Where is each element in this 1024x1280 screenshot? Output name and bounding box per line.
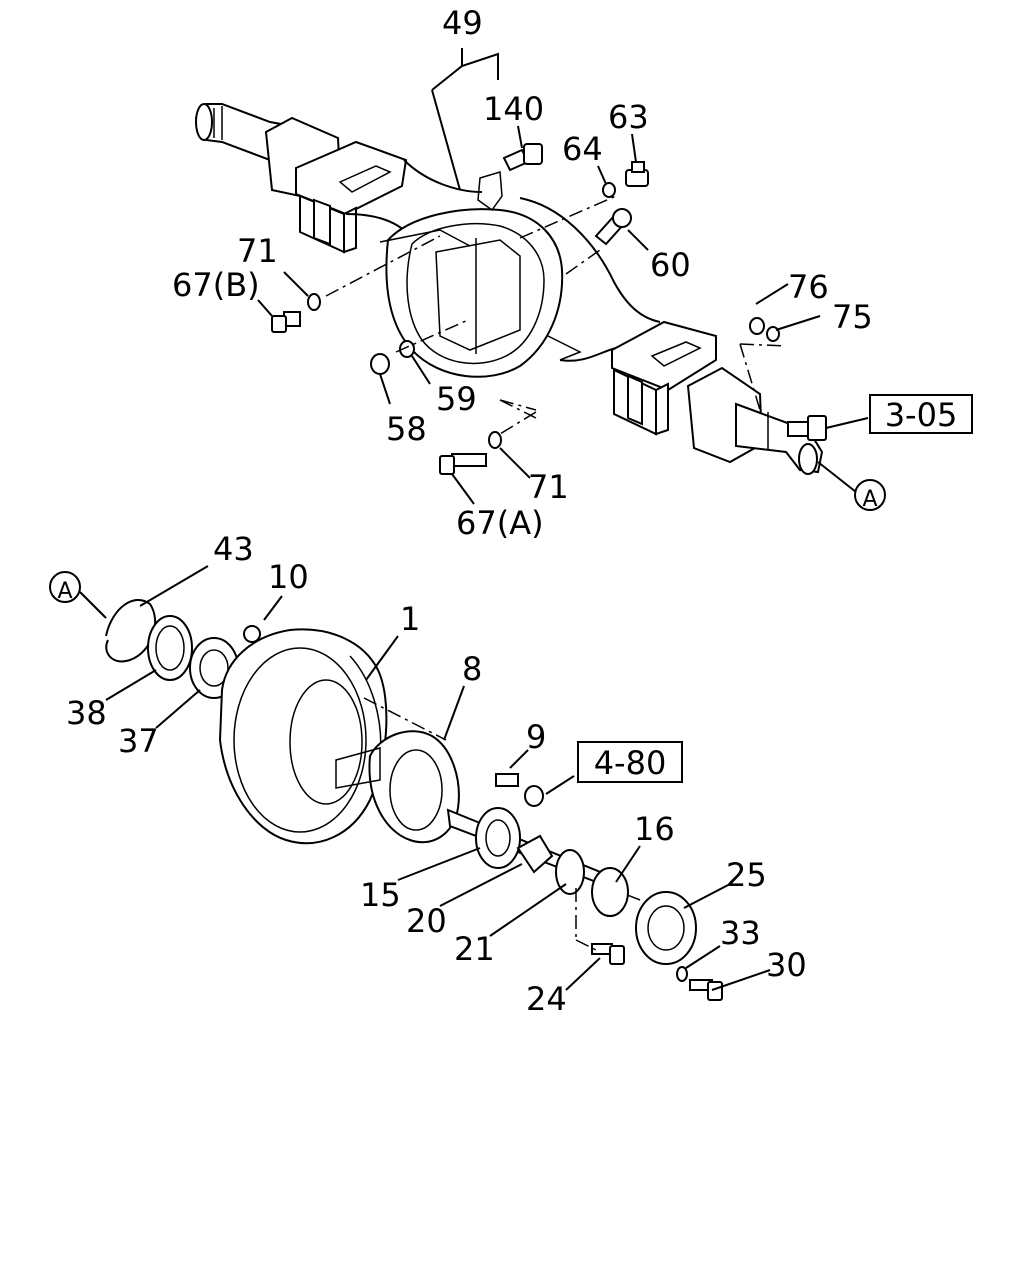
washer-71-lower — [488, 431, 502, 449]
page-ref-4-80-text: 4-80 — [594, 744, 667, 782]
ring-21 — [555, 849, 585, 895]
nut-4-80 — [524, 785, 544, 807]
callout-67a: 67(A) — [456, 504, 544, 542]
callout-24: 24 — [526, 980, 567, 1018]
brake-drum-1 — [218, 628, 388, 845]
callout-38: 38 — [66, 694, 107, 732]
callout-33: 33 — [720, 914, 761, 952]
hub-8 — [335, 730, 460, 844]
callout-71-lower: 71 — [528, 468, 569, 506]
callout-64: 64 — [562, 130, 603, 168]
bolt-67b — [271, 311, 301, 333]
page-ref-3-05-text: 3-05 — [885, 396, 958, 434]
seal-16 — [591, 867, 629, 917]
callout-37: 37 — [118, 722, 159, 760]
drain-plug-60 — [594, 208, 632, 246]
callout-63: 63 — [608, 98, 649, 136]
callout-20: 20 — [406, 902, 447, 940]
seal-38 — [147, 615, 193, 681]
washer-75 — [766, 326, 780, 342]
ref-a-top-text: A — [862, 487, 877, 512]
callout-59: 59 — [436, 380, 477, 418]
bolt-24 — [591, 943, 625, 965]
axle-flange-25 — [635, 891, 697, 965]
lower-leaders — [79, 565, 771, 991]
callout-58: 58 — [386, 410, 427, 448]
nut-76 — [749, 317, 765, 335]
spacer-20 — [516, 834, 554, 874]
page-ref-3-05[interactable]: 3-05 — [869, 394, 973, 434]
callout-76: 76 — [788, 268, 829, 306]
callout-labels: 49 140 63 64 60 71 67(B) 76 75 59 58 71 … — [66, 4, 873, 1018]
page-ref-4-80[interactable]: 4-80 — [577, 741, 683, 783]
plug-63 — [625, 161, 649, 187]
callout-43: 43 — [213, 530, 254, 568]
elbow-fitting-140 — [502, 143, 543, 172]
callout-49: 49 — [442, 4, 483, 42]
o-ring-59 — [399, 340, 415, 358]
o-ring-64 — [602, 182, 616, 198]
ref-a-circle-top: A — [854, 479, 886, 512]
bolt-67a — [439, 453, 487, 475]
callout-15: 15 — [360, 876, 401, 914]
callout-71-upper: 71 — [237, 232, 278, 270]
washer-71-upper — [307, 293, 321, 311]
callout-75: 75 — [832, 298, 873, 336]
callout-10: 10 — [268, 558, 309, 596]
axle-housing — [194, 103, 824, 475]
bearing-15 — [475, 807, 521, 869]
upper-fasteners — [271, 143, 827, 475]
callout-16: 16 — [634, 810, 675, 848]
hub-drum-assembly — [105, 598, 723, 1001]
bolt-30 — [689, 979, 723, 1001]
callout-30: 30 — [766, 946, 807, 984]
stud-9 — [495, 773, 519, 787]
callout-67b: 67(B) — [172, 266, 260, 304]
nut-58 — [370, 353, 390, 375]
ref-a-bottom-text: A — [57, 579, 72, 604]
washer-33 — [676, 966, 688, 982]
callout-9: 9 — [526, 718, 546, 756]
callout-1: 1 — [400, 600, 420, 638]
callout-60: 60 — [650, 246, 691, 284]
bolt-3-05 — [787, 415, 827, 441]
ref-a-circle-bottom: A — [49, 571, 81, 604]
callout-25: 25 — [726, 856, 767, 894]
callout-21: 21 — [454, 930, 495, 968]
upper-leaders — [257, 48, 869, 505]
nut-10 — [243, 625, 261, 643]
callout-8: 8 — [462, 650, 482, 688]
callout-140: 140 — [483, 90, 544, 128]
